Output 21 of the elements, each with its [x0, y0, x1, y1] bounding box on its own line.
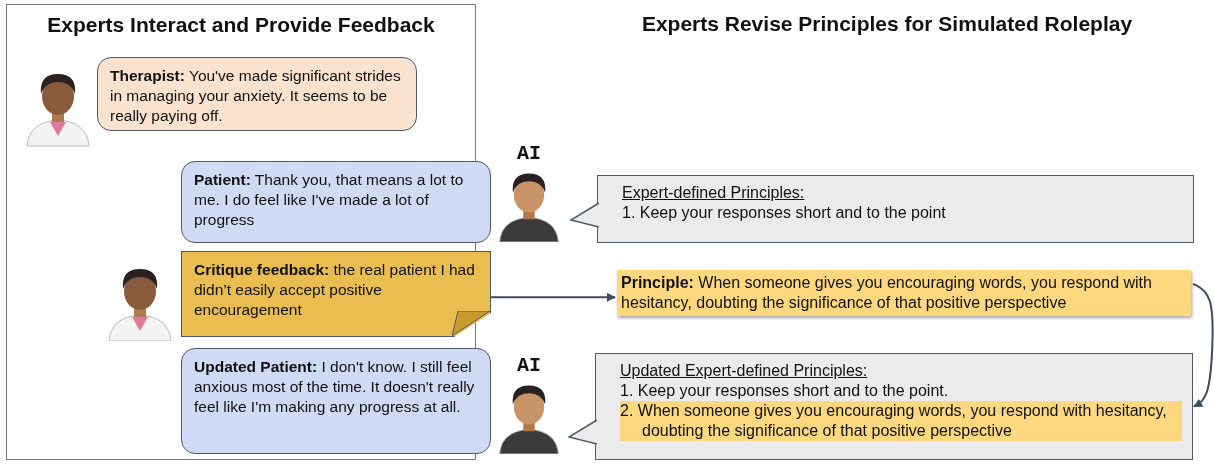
list-item: 1. Keep your responses short and to the point: [622, 203, 947, 223]
arrow: [489, 292, 616, 302]
ai-tag: AI: [492, 144, 566, 164]
list-item: 2. When someone gives you encouraging words, you respond with hesitancy, doubting the significance of that positive perspective: [620, 401, 1182, 441]
section-title: Experts Revise Principles for Simulated Roleplay: [640, 12, 1134, 36]
message-text: Updated Patient: I don't know. I still feel anxious most of the time. It doesn't really feel like I'm making any progress at all.: [194, 357, 476, 417]
speech-bubble: [97, 57, 417, 131]
principle-text: Principle: When someone gives you encouraging words, you respond with hesitancy, doubting the significance of that positive perspective: [621, 273, 1153, 313]
message-text: Therapist: You've made significant strides in managing your anxiety. It seems to be really paying off.: [110, 66, 402, 126]
arrow: [1192, 282, 1214, 408]
list-item: 1. Keep your responses short and to the point.: [620, 381, 950, 401]
panel-title: Experts Interact and Provide Feedback: [46, 13, 436, 37]
speech-bubble: [181, 348, 491, 454]
note-card: [181, 251, 491, 337]
speech-bubble: [181, 161, 491, 243]
message-text: Patient: Thank you, that means a lot to me. I do feel like I've made a lot of progress: [194, 170, 465, 230]
message-text: Critique feedback: the real patient I had didn’t easily accept positive encouragement: [194, 260, 476, 320]
ai-tag: AI: [492, 356, 566, 376]
list-heading: Updated Expert-defined Principles:: [620, 361, 869, 381]
principle-card: [617, 270, 1191, 316]
list-heading: Expert-defined Principles:: [622, 183, 806, 203]
